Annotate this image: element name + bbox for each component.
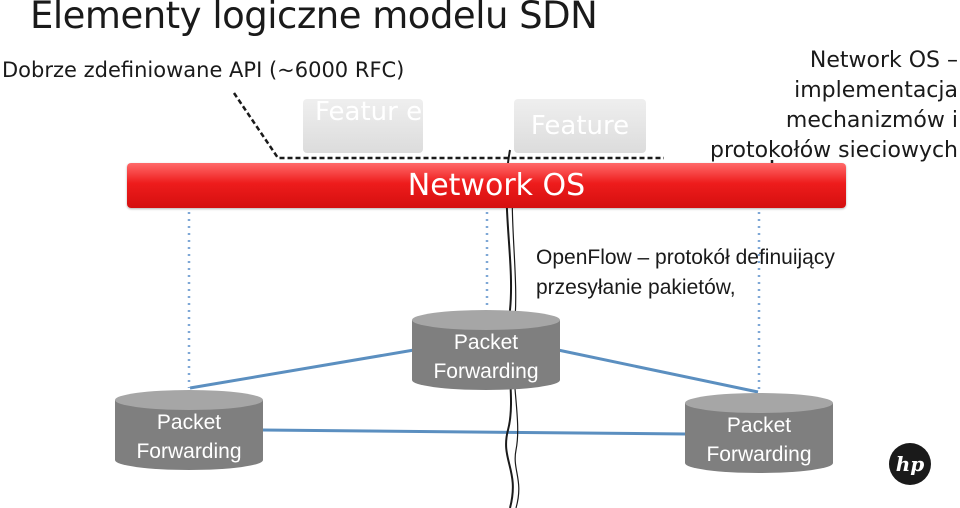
pf-left-line-1: Packet bbox=[156, 411, 222, 434]
openflow-description: OpenFlow – protokół definuijący przesyła… bbox=[536, 243, 835, 303]
pf-right-line-1: Packet bbox=[726, 414, 792, 437]
network-os-bar: Network OS bbox=[127, 163, 846, 208]
network-os-desc-line-4: protokołów sieciowych bbox=[709, 138, 958, 163]
packet-forwarding-center: Packet Forwarding bbox=[412, 310, 560, 390]
cylinder-top bbox=[412, 310, 560, 330]
feature-box-2: Feature bbox=[514, 99, 646, 153]
api-dashed-line bbox=[232, 92, 664, 160]
link-left-right bbox=[261, 428, 687, 436]
network-os-desc-line-2: implementacja bbox=[794, 78, 958, 103]
openflow-desc-line-1: OpenFlow – protokół definuijący bbox=[536, 246, 835, 269]
pf-center-line-1: Packet bbox=[453, 331, 519, 354]
openflow-desc-line-2: przesyłanie pakietów, bbox=[536, 276, 736, 299]
link-left-center bbox=[189, 348, 415, 390]
packet-forwarding-left: Packet Forwarding bbox=[115, 390, 263, 470]
cylinder-top bbox=[685, 393, 833, 413]
hp-logo-icon: hp bbox=[889, 443, 931, 485]
packet-forwarding-label: Packet Forwarding bbox=[685, 411, 833, 469]
packet-forwarding-right: Packet Forwarding bbox=[685, 393, 833, 473]
pf-left-line-2: Forwarding bbox=[136, 440, 242, 463]
packet-forwarding-label: Packet Forwarding bbox=[115, 408, 263, 466]
link-center-right bbox=[557, 348, 759, 394]
network-os-label: Network OS bbox=[407, 168, 586, 203]
page-title: Elementy logiczne modelu SDN bbox=[30, 0, 598, 37]
cylinder-body bbox=[115, 400, 263, 470]
cylinder-body bbox=[412, 320, 560, 390]
api-label: Dobrze zdefiniowane API (~6000 RFC) bbox=[2, 58, 405, 82]
network-os-desc-line-3: mechanizmów i bbox=[785, 108, 958, 133]
network-os-description: Network OS – implementacja mechanizmów i… bbox=[658, 46, 958, 166]
network-os-desc-line-1: Network OS – bbox=[809, 48, 958, 73]
feature-box-1: Featur e bbox=[303, 99, 423, 153]
packet-forwarding-label: Packet Forwarding bbox=[412, 328, 560, 386]
cylinder-top bbox=[115, 390, 263, 410]
cylinder-body bbox=[685, 403, 833, 473]
pf-center-line-2: Forwarding bbox=[433, 360, 539, 383]
pf-right-line-2: Forwarding bbox=[706, 443, 812, 466]
